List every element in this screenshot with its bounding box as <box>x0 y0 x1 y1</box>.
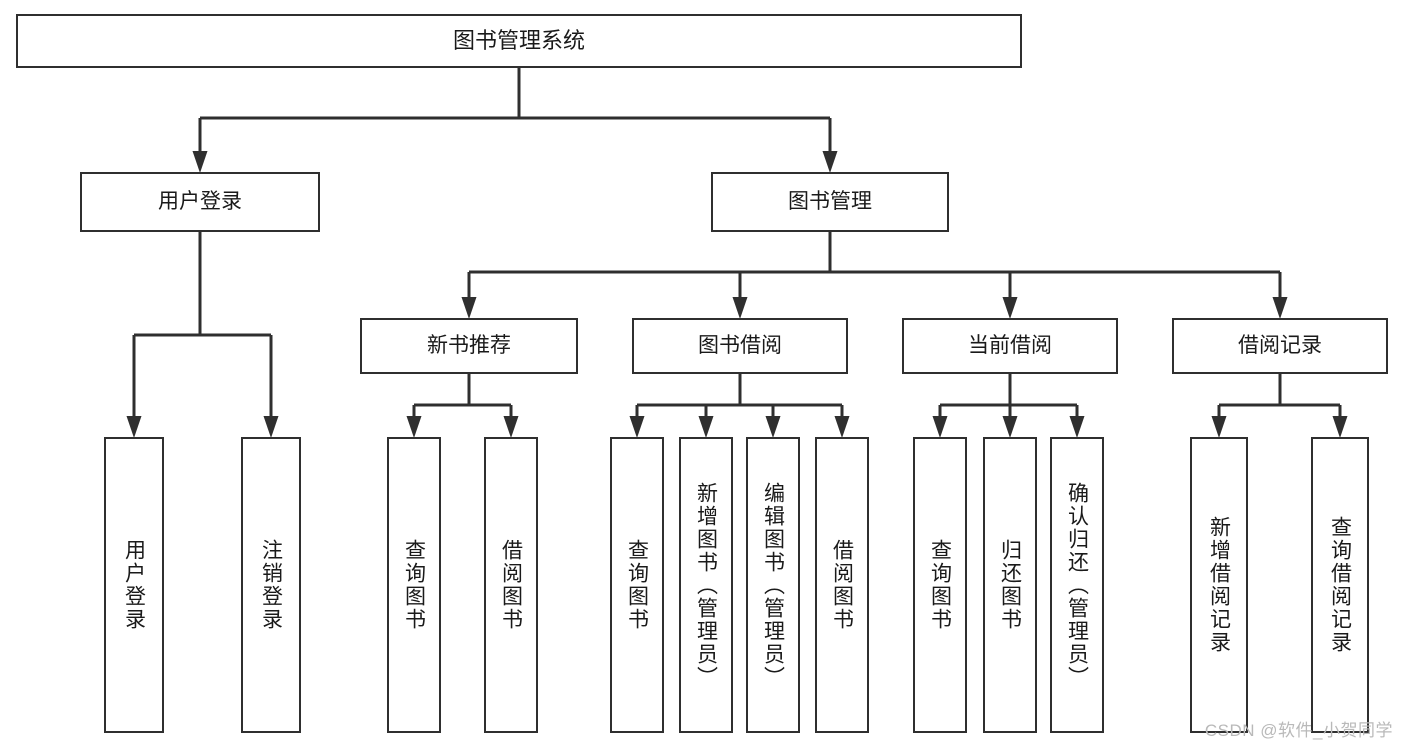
node-book-borrow[interactable]: 图书借阅 <box>632 318 848 374</box>
node-label-leaf-borrow-query: 查询图书 <box>625 539 649 631</box>
arrowhead-leaf-borrow-add <box>698 416 714 438</box>
node-label-book-mgmt: 图书管理 <box>788 189 872 213</box>
node-borrow-record[interactable]: 借阅记录 <box>1172 318 1388 374</box>
arrowhead-leaf-user-login <box>126 416 142 438</box>
node-leaf-current-query[interactable]: 查询图书 <box>913 437 967 733</box>
arrowhead-leaf-borrow-lend <box>834 416 850 438</box>
node-label-leaf-current-confirm: 确认归还（管理员） <box>1065 481 1089 689</box>
arrowhead-leaf-record-query <box>1332 416 1348 438</box>
node-leaf-rec-query[interactable]: 查询图书 <box>387 437 441 733</box>
node-label-root: 图书管理系统 <box>452 28 585 54</box>
node-label-leaf-borrow-lend: 借阅图书 <box>830 539 854 631</box>
arrowhead-current-borrow <box>1002 297 1018 319</box>
arrowhead-book-borrow <box>732 297 748 319</box>
node-current-borrow[interactable]: 当前借阅 <box>902 318 1118 374</box>
arrowhead-borrow-record <box>1272 297 1288 319</box>
node-label-leaf-rec-query: 查询图书 <box>402 539 426 631</box>
node-label-leaf-borrow-add: 新增图书（管理员） <box>694 481 718 689</box>
node-label-leaf-record-add: 新增借阅记录 <box>1207 516 1231 654</box>
arrowhead-leaf-current-return <box>1002 416 1018 438</box>
arrowhead-book-mgmt <box>822 151 838 173</box>
node-label-current-borrow: 当前借阅 <box>968 333 1052 357</box>
node-leaf-user-login[interactable]: 用户登录 <box>104 437 164 733</box>
node-leaf-current-confirm[interactable]: 确认归还（管理员） <box>1050 437 1104 733</box>
node-label-leaf-user-logout: 注销登录 <box>259 539 283 631</box>
node-label-leaf-rec-borrow: 借阅图书 <box>499 539 523 631</box>
node-label-leaf-borrow-edit: 编辑图书（管理员） <box>761 481 785 689</box>
node-leaf-borrow-lend[interactable]: 借阅图书 <box>815 437 869 733</box>
arrowhead-leaf-current-query <box>932 416 948 438</box>
node-label-user-login: 用户登录 <box>158 189 242 213</box>
node-label-book-borrow: 图书借阅 <box>698 333 782 357</box>
arrowhead-leaf-borrow-query <box>629 416 645 438</box>
node-label-new-book-rec: 新书推荐 <box>427 333 511 357</box>
node-label-leaf-current-return: 归还图书 <box>998 539 1022 631</box>
node-root[interactable]: 图书管理系统 <box>16 14 1022 68</box>
node-leaf-record-query[interactable]: 查询借阅记录 <box>1311 437 1369 733</box>
arrowhead-user-login <box>192 151 208 173</box>
node-leaf-current-return[interactable]: 归还图书 <box>983 437 1037 733</box>
node-book-mgmt[interactable]: 图书管理 <box>711 172 949 232</box>
arrowhead-leaf-rec-query <box>406 416 422 438</box>
arrowhead-leaf-rec-borrow <box>503 416 519 438</box>
node-leaf-record-add[interactable]: 新增借阅记录 <box>1190 437 1248 733</box>
node-new-book-rec[interactable]: 新书推荐 <box>360 318 578 374</box>
arrowhead-leaf-current-confirm <box>1069 416 1085 438</box>
node-leaf-borrow-query[interactable]: 查询图书 <box>610 437 664 733</box>
node-label-borrow-record: 借阅记录 <box>1238 333 1322 357</box>
arrowhead-leaf-user-logout <box>263 416 279 438</box>
arrowhead-leaf-borrow-edit <box>765 416 781 438</box>
arrowhead-leaf-record-add <box>1211 416 1227 438</box>
node-leaf-rec-borrow[interactable]: 借阅图书 <box>484 437 538 733</box>
node-label-leaf-record-query: 查询借阅记录 <box>1328 516 1352 654</box>
node-label-leaf-user-login: 用户登录 <box>122 539 146 631</box>
node-label-leaf-current-query: 查询图书 <box>928 539 952 631</box>
node-user-login[interactable]: 用户登录 <box>80 172 320 232</box>
connector-group <box>126 68 1348 438</box>
arrowhead-new-book-rec <box>461 297 477 319</box>
node-leaf-borrow-add[interactable]: 新增图书（管理员） <box>679 437 733 733</box>
node-leaf-user-logout[interactable]: 注销登录 <box>241 437 301 733</box>
node-leaf-borrow-edit[interactable]: 编辑图书（管理员） <box>746 437 800 733</box>
